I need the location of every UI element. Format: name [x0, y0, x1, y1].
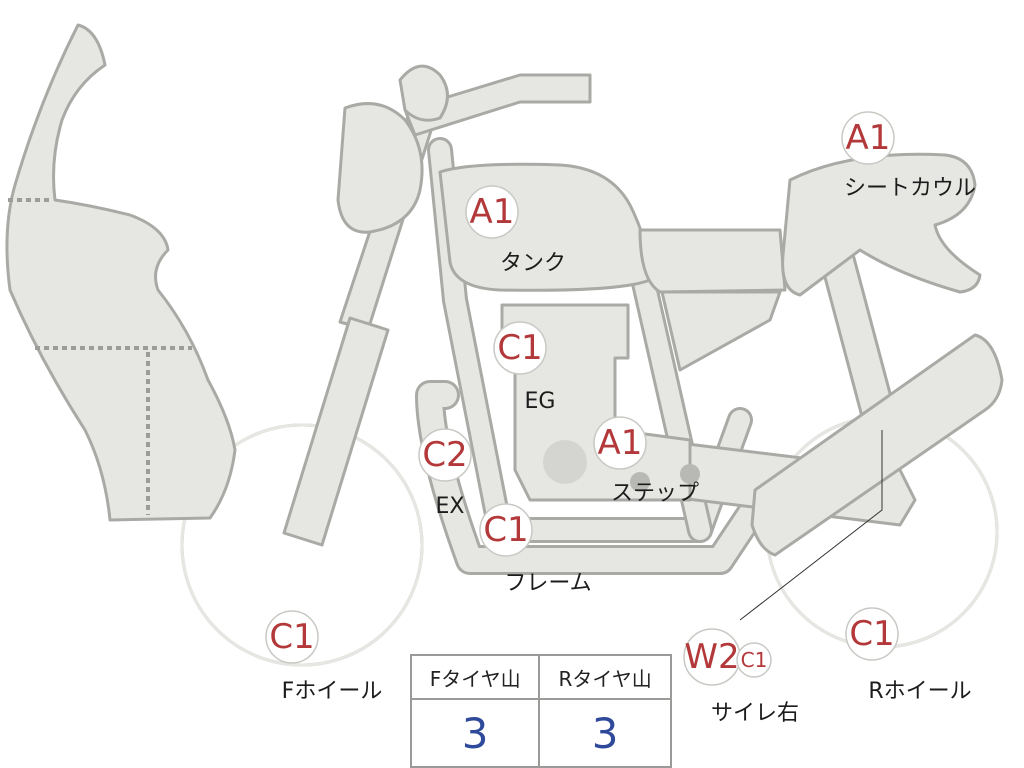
engine-badge-code: C1 [497, 328, 542, 368]
frame-badge-circle [479, 503, 533, 557]
rear-muffler [750, 333, 1004, 557]
tank-badge: A1 タンク [465, 185, 566, 276]
rear-tread-value: 3 [538, 698, 672, 768]
step-badge-code: A1 [598, 423, 643, 463]
engine-label: EG [525, 389, 556, 414]
step-badge-circle [593, 416, 647, 470]
front-wheel-label: Fホイール [282, 679, 383, 704]
front-tread-value: 3 [409, 698, 541, 768]
rear-wheel-badge-code: C1 [849, 614, 894, 654]
tank-badge-code: A1 [470, 192, 515, 232]
front-tread-header: Fタイヤ山 [409, 654, 541, 700]
rear-tread-header: Rタイヤ山 [538, 654, 672, 700]
silencer-right-badge-sub-code: C1 [741, 648, 768, 672]
front-wheel-badge-code: C1 [269, 617, 314, 657]
tank-badge-circle [465, 185, 519, 239]
silencer-right-label: サイレ右 [711, 701, 799, 726]
seat-cowl-label: シートカウル [844, 176, 976, 201]
seat-cowl-badge: A1 シートカウル [841, 111, 976, 201]
step-label: ステップ [611, 481, 699, 506]
front-wheel [180, 423, 424, 667]
tire-tread-table: Fタイヤ山 Rタイヤ山 3 3 [409, 654, 672, 768]
silencer-right-badge-code: W2 [684, 637, 739, 677]
front-wheel-badge-circle [265, 610, 319, 664]
front-fairing [5, 23, 237, 522]
exhaust-badge-code: C2 [422, 435, 467, 475]
frame-label: フレーム [504, 571, 591, 596]
seat [638, 228, 787, 294]
tank-label: タンク [500, 251, 566, 276]
rear-wheel-label: Rホイール [868, 679, 971, 704]
rear-wheel-badge-circle [845, 607, 899, 661]
silencer-leader-line [739, 430, 883, 621]
seat-cowl [781, 152, 982, 297]
seat-cowl-badge-code: A1 [846, 118, 891, 158]
exhaust-label: EX [436, 494, 465, 519]
step-badge: A1 ステップ [593, 416, 699, 506]
engine-badge-circle [493, 321, 547, 375]
mirror [398, 64, 449, 122]
rear-suspension [820, 244, 898, 438]
exhaust-badge-circle [418, 428, 472, 482]
frame-badge: C1 フレーム [479, 503, 592, 596]
badges-layer: A1タンクA1シートカウルC1EGC2EXA1ステップC1フレームC1Fホイール… [265, 111, 976, 726]
seat-cowl-badge-circle [841, 111, 895, 165]
headlight [336, 102, 424, 234]
side-cover [660, 290, 782, 372]
frame-badge-code: C1 [483, 510, 528, 550]
silencer-right-badge-sub-circle [736, 642, 772, 678]
